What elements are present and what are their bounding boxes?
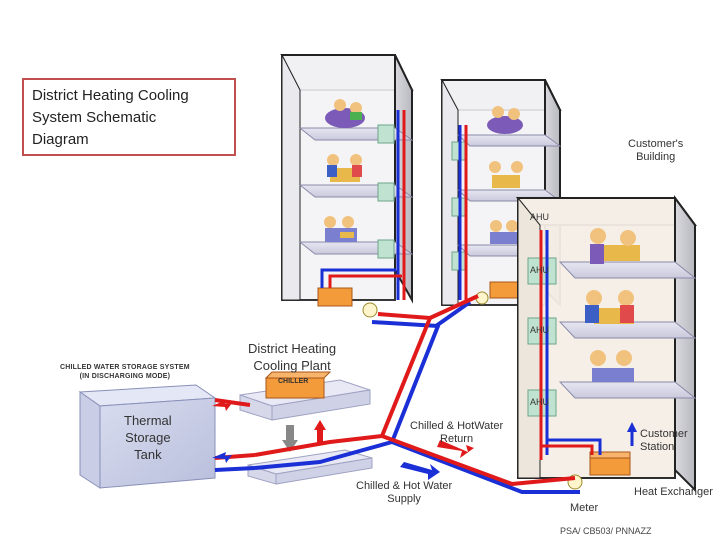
return-arrow-icon [437, 440, 474, 458]
label-line: Storage [125, 430, 171, 445]
customer-station-label: Customer Station [640, 428, 688, 454]
supply-arrow-icon [400, 462, 440, 480]
label-line: Supply [387, 493, 421, 505]
building-left [280, 54, 414, 318]
title-line: District Heating Cooling [32, 87, 189, 104]
storage-system-label: CHILLED WATER STORAGE SYSTEM (IN DISCHAR… [60, 363, 190, 381]
label-line: Customer [640, 428, 688, 440]
title-line: System Schematic [32, 109, 157, 126]
district-plant [239, 371, 373, 485]
label-line: (IN DISCHARGING MODE) [79, 373, 171, 380]
label-line: CHILLED WATER STORAGE SYSTEM [60, 364, 190, 371]
supply-pipe [214, 300, 580, 494]
label-line: District Heating [248, 341, 337, 356]
people-icon [585, 290, 634, 324]
people-icon [324, 216, 357, 242]
heat-exchanger-label: Heat Exchanger [634, 486, 713, 498]
people-icon [590, 350, 634, 382]
customers-building-label: Customer's Building [628, 138, 683, 164]
ahu-label: AHU [530, 325, 550, 335]
ahu-label: AHU [530, 212, 550, 222]
label-line: Building [636, 151, 676, 163]
people-icon [490, 220, 520, 244]
meter-label: Meter [570, 502, 599, 514]
people-icon [489, 161, 523, 188]
tank-label: Thermal Storage Tank [124, 412, 172, 463]
people-icon [590, 228, 640, 264]
label-line: Station [640, 441, 675, 453]
label-line: Customer's [628, 138, 684, 150]
return-label: Chilled & HotWater Return [410, 420, 503, 446]
people-icon [325, 99, 365, 128]
ahu-label: AHU [530, 265, 550, 275]
label-line: Chilled & HotWater [410, 420, 504, 432]
label-line: Cooling Plant [253, 358, 331, 373]
ahu-label: AHU [530, 397, 550, 407]
plant-label: District Heating Cooling Plant [248, 340, 336, 374]
supply-label: Chilled & Hot Water Supply [356, 480, 452, 506]
arrow-up-icon [627, 422, 637, 432]
footer-credit: PSA/ CB503/ PNNAZZ [560, 526, 652, 536]
label-line: Return [440, 433, 474, 445]
chiller-label: CHILLER [278, 378, 309, 385]
people-icon [487, 106, 523, 134]
arrow-left-icon [212, 452, 232, 463]
label-line: Tank [134, 447, 162, 462]
thermal-storage-tank [78, 384, 217, 489]
building-customer [515, 194, 697, 493]
label-line: Thermal [124, 413, 172, 428]
diagram-title: District Heating Cooling System Schemati… [22, 78, 236, 156]
title-line: Diagram [32, 131, 89, 148]
arrow-left-icon [212, 400, 232, 411]
return-pipe [214, 294, 576, 486]
label-line: Chilled & Hot Water [356, 480, 453, 492]
people-icon [327, 154, 362, 182]
